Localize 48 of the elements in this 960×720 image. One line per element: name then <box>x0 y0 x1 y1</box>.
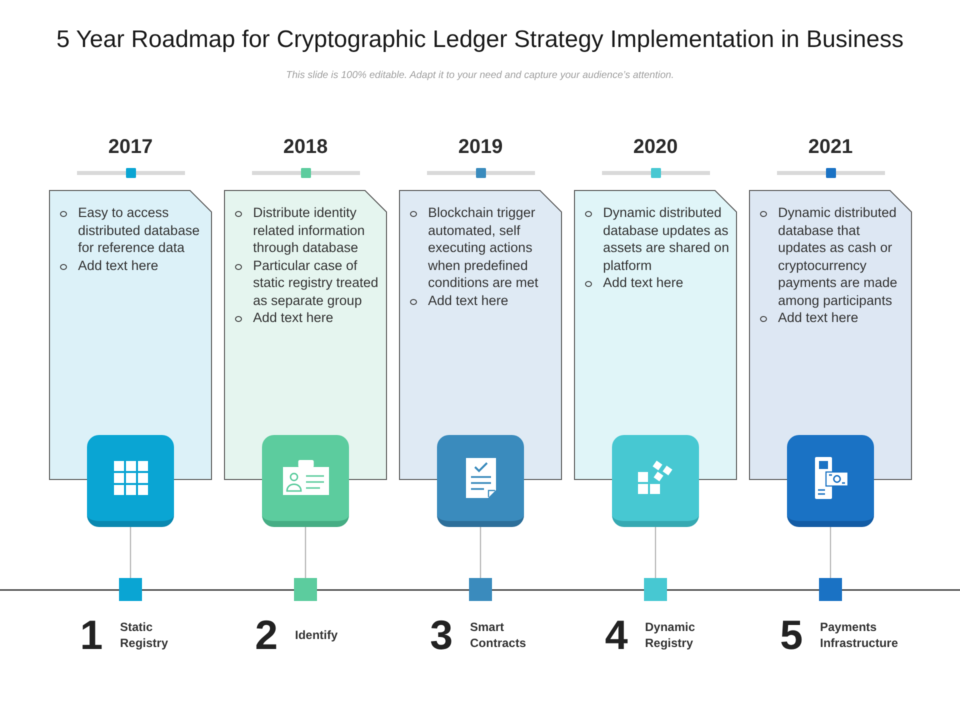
step-number: 5 <box>780 613 803 657</box>
timeline-marker <box>294 578 317 601</box>
bullet-text: Add text here <box>410 292 556 309</box>
icon-tile <box>87 435 174 527</box>
title: 5 Year Roadmap for Cryptographic Ledger Strategy Implementation in Business <box>56 25 904 55</box>
bullet-text: Dynamic distributed database that updates as cash or cryptocurrency payments are made among participants <box>760 204 906 309</box>
step-name: Smart Contracts <box>470 619 526 651</box>
icon-tile <box>262 435 349 527</box>
text-card <box>749 190 912 480</box>
step-name: Dynamic Registry <box>645 619 696 651</box>
step-name: Payments Infrastructure <box>820 619 898 651</box>
subtitle: This slide is 100% editable. Adapt it to your need and capture your audience’s attention. <box>286 69 674 82</box>
icon-tile <box>787 435 874 527</box>
year-label: 2017 <box>108 135 153 159</box>
timeline-marker <box>119 578 142 601</box>
connector-line <box>304 527 306 578</box>
year-label: 2020 <box>633 135 678 159</box>
timeline-marker <box>469 578 492 601</box>
text-card <box>49 190 212 480</box>
bullet-text: Particular case of static registry treated as separate group <box>235 256 381 309</box>
connector-line <box>654 527 656 578</box>
year-label: 2019 <box>458 135 503 159</box>
text-card <box>224 190 387 480</box>
text-card <box>399 190 562 480</box>
year-label: 2018 <box>283 135 328 159</box>
year-label: 2021 <box>808 135 853 159</box>
bullet-text: Add text here <box>760 309 906 326</box>
step-number: 1 <box>80 613 103 657</box>
step-name: Static Registry <box>120 619 168 651</box>
icon-tile <box>437 435 524 527</box>
connector-line <box>830 527 832 578</box>
bullet-text: Blockchain trigger automated, self executing actions when predefined conditions are met <box>410 204 556 292</box>
bullet-text: Distribute identity related information through database <box>235 204 381 256</box>
connector-line <box>480 527 482 578</box>
connector-line <box>130 527 132 578</box>
bullet-text: Add text here <box>585 274 731 292</box>
bullet-text: Add text here <box>235 309 381 326</box>
bullet-text: Add text here <box>60 256 206 274</box>
bullet-text: Dynamic distributed database updates as assets are shared on platform <box>585 204 731 274</box>
icon-tile <box>612 435 699 527</box>
bullet-text: Easy to access distributed database for reference data <box>60 204 206 256</box>
timeline-marker <box>644 578 667 601</box>
step-number: 4 <box>605 613 628 657</box>
step-number: 3 <box>430 613 453 657</box>
timeline-marker <box>819 578 842 601</box>
step-name: Identify <box>295 627 338 643</box>
step-number: 2 <box>255 613 278 657</box>
text-card <box>574 190 737 480</box>
